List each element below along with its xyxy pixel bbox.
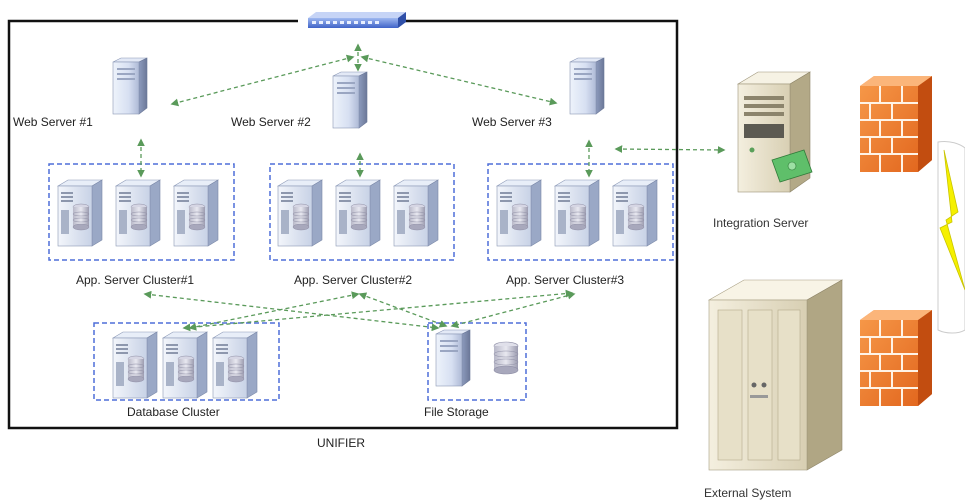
connection-arrows [137,43,726,332]
app-cluster-3-label: App. Server Cluster#3 [506,273,624,287]
app-server-icon [496,179,542,247]
file-storage-label: File Storage [424,405,489,419]
lightning-icon [939,149,965,291]
web-server-1-label: Web Server #1 [13,115,93,129]
integration-server-icon [736,71,813,193]
external-system-label: External System [704,486,791,500]
app-server-icon [277,179,323,247]
internet-link-icon [937,141,965,334]
network-switch-icon [298,5,406,37]
file-storage-icon [435,329,519,387]
firewall-bottom-icon [859,309,933,407]
app-cluster-2-servers [277,179,439,247]
database-server-icon [162,331,208,399]
app-server-icon [115,179,161,247]
web-server-2-icon [332,71,368,129]
app-server-icon [57,179,103,247]
database-server-icon [112,331,158,399]
app-cluster-2-label: App. Server Cluster#2 [294,273,412,287]
database-cluster-label: Database Cluster [127,405,220,419]
app-server-icon [393,179,439,247]
database-server-icon [212,331,258,399]
web-server-3-icon [569,57,605,115]
external-system-icon [707,279,844,471]
app-server-icon [554,179,600,247]
web-server-1-icon [112,57,148,115]
integration-server-label: Integration Server [713,216,808,230]
app-cluster-1-servers [57,179,219,247]
app-server-icon [612,179,658,247]
app-cluster-3-servers [496,179,658,247]
web-server-3-label: Web Server #3 [472,115,552,129]
firewall-top-icon [859,75,933,173]
app-server-icon [335,179,381,247]
app-server-icon [173,179,219,247]
app-cluster-1-label: App. Server Cluster#1 [76,273,194,287]
web-server-2-label: Web Server #2 [231,115,311,129]
unifier-label: UNIFIER [317,436,365,450]
database-servers [112,331,258,399]
app-cluster-3-box [487,163,674,261]
